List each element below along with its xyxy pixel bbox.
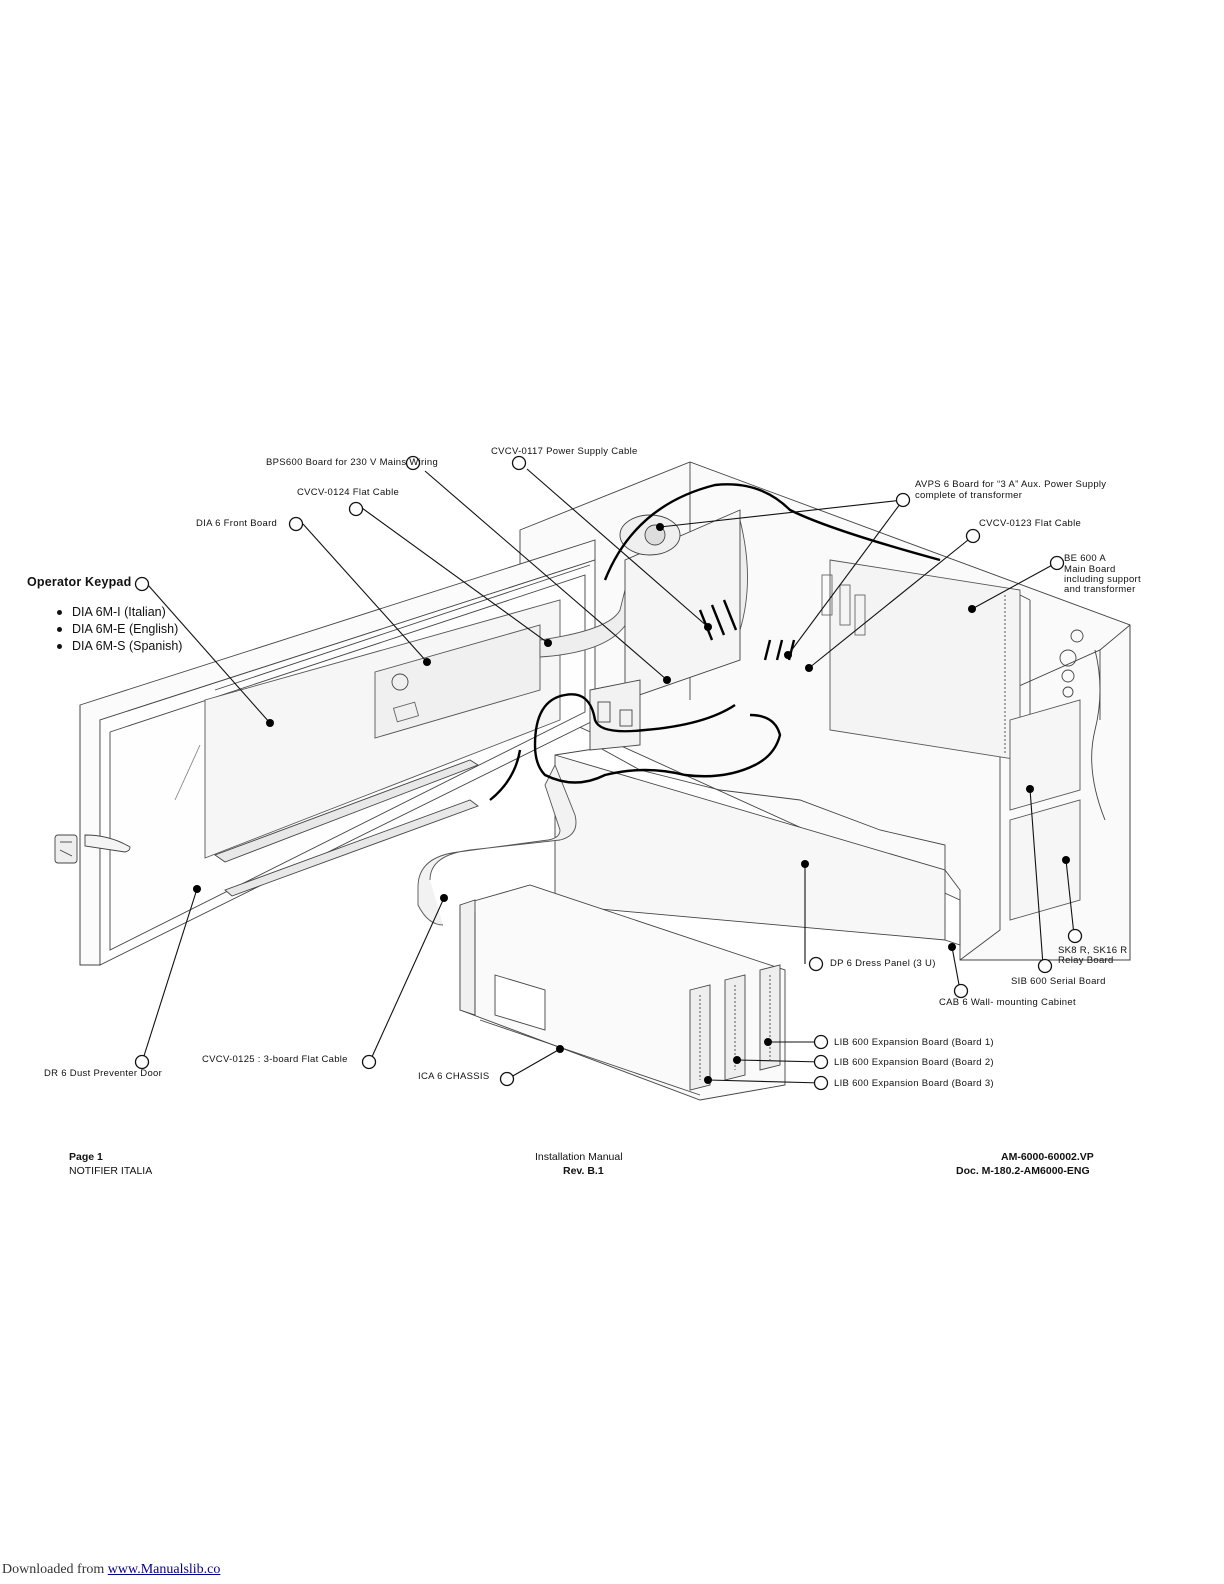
cvcv0117-power-cable bbox=[489, 483, 941, 801]
callout-be600 bbox=[1049, 555, 1065, 571]
label-dp6: DP 6 Dress Panel (3 U) bbox=[830, 958, 936, 969]
callout-avps6 bbox=[895, 492, 911, 508]
label-dr6: DR 6 Dust Preventer Door bbox=[44, 1068, 163, 1079]
bullet-icon bbox=[57, 627, 62, 632]
leader-lines bbox=[142, 468, 1075, 1084]
keypad-model-list: DIA 6M-I (Italian) DIA 6M-E (English) DI… bbox=[55, 604, 182, 655]
callout-dia6 bbox=[288, 516, 304, 532]
label-cvcv0124: CVCV-0124 Flat Cable bbox=[297, 487, 400, 498]
dr6-door bbox=[54, 539, 596, 966]
label-sk8-line1: SK8 R, SK16 R bbox=[1058, 945, 1128, 956]
door-lock-icon bbox=[54, 834, 131, 864]
label-lib600-2: LIB 600 Expansion Board (Board 2) bbox=[834, 1057, 994, 1068]
footer-page-number: Page 1 bbox=[69, 1151, 103, 1163]
callout-cvcv0124 bbox=[348, 501, 364, 517]
callout-cvcv0123 bbox=[965, 528, 981, 544]
callout-bps600 bbox=[405, 455, 421, 471]
label-operator-keypad: Operator Keypad bbox=[27, 575, 132, 589]
callout-cvcv0125 bbox=[361, 1054, 377, 1070]
label-avps6-line2: complete of transformer bbox=[915, 490, 1023, 501]
dp6-dress-panel bbox=[554, 747, 961, 946]
label-ica6: ICA 6 CHASSIS bbox=[418, 1071, 490, 1082]
footer-company: NOTIFIER ITALIA bbox=[69, 1165, 153, 1177]
label-cvcv0123: CVCV-0123 Flat Cable bbox=[979, 518, 1082, 529]
label-dia6: DIA 6 Front Board bbox=[196, 518, 278, 529]
callout-lib600-2 bbox=[813, 1054, 829, 1070]
label-sk8-line2: Relay Board bbox=[1058, 955, 1114, 966]
manualslib-link[interactable]: www.Manualslib.co bbox=[107, 1562, 221, 1577]
footer-manual-title: Installation Manual bbox=[535, 1151, 623, 1163]
callout-lib600-1 bbox=[813, 1034, 829, 1050]
callout-operator-keypad bbox=[134, 576, 150, 592]
keypad-model-item: DIA 6M-S (Spanish) bbox=[55, 638, 182, 655]
callout-cvcv0117 bbox=[511, 455, 527, 471]
label-cvcv0117: CVCV-0117 Power Supply Cable bbox=[491, 446, 638, 457]
anchor-dots bbox=[193, 523, 1070, 1084]
callout-circles bbox=[134, 455, 1083, 1091]
callout-dp6 bbox=[808, 956, 824, 972]
label-cvcv0125: CVCV-0125 : 3-board Flat Cable bbox=[202, 1054, 348, 1065]
footer-document-number: Doc. M-180.2-AM6000-ENG bbox=[956, 1165, 1090, 1177]
label-sib600: SIB 600 Serial Board bbox=[1011, 976, 1106, 987]
ica6-chassis bbox=[459, 884, 786, 1101]
label-be600-line4: and transformer bbox=[1064, 584, 1136, 595]
callout-dr6 bbox=[134, 1054, 150, 1070]
label-be600-line2: Main Board bbox=[1064, 564, 1116, 575]
label-lib600-3: LIB 600 Expansion Board (Board 3) bbox=[834, 1078, 994, 1089]
callout-cab6 bbox=[953, 983, 969, 999]
footer-document-code: AM-6000-60002.VP bbox=[1001, 1151, 1094, 1163]
callout-sk8 bbox=[1067, 928, 1083, 944]
label-be600-line3: including support bbox=[1064, 574, 1141, 585]
label-be600-line1: BE 600 A bbox=[1064, 553, 1107, 564]
bullet-icon bbox=[57, 644, 62, 649]
label-lib600-1: LIB 600 Expansion Board (Board 1) bbox=[834, 1037, 994, 1048]
label-avps6-line1: AVPS 6 Board for “3 A” Aux. Power Supply bbox=[915, 479, 1107, 490]
download-source: Downloaded from www.Manualslib.co bbox=[2, 1562, 221, 1577]
keypad-model-item: DIA 6M-I (Italian) bbox=[55, 604, 182, 621]
label-cab6: CAB 6 Wall- mounting Cabinet bbox=[939, 997, 1076, 1008]
callout-lib600-3 bbox=[813, 1075, 829, 1091]
label-bps600: BPS600 Board for 230 V Mains Wiring bbox=[266, 457, 439, 468]
keypad-model-item: DIA 6M-E (English) bbox=[55, 621, 182, 638]
callout-sib600 bbox=[1037, 958, 1053, 974]
bullet-icon bbox=[57, 610, 62, 615]
footer-revision: Rev. B.1 bbox=[563, 1165, 604, 1177]
callout-ica6 bbox=[499, 1071, 515, 1087]
